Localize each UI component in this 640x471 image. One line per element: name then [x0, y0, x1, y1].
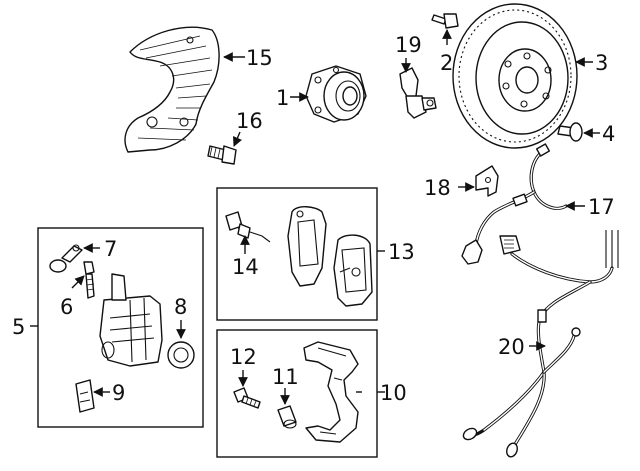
callout-12: 12	[230, 345, 257, 369]
bleeder-cap[interactable]	[49, 244, 83, 273]
brake-rotor[interactable]	[452, 3, 578, 149]
caliper-bracket[interactable]	[303, 341, 359, 443]
bleeder-screw[interactable]	[83, 261, 95, 299]
sensor-wire-bracket[interactable]	[475, 165, 499, 197]
sensor-wire-harness[interactable]	[461, 143, 568, 265]
caliper-bracket-group-box	[216, 329, 378, 458]
callout-17: 17	[588, 195, 615, 219]
callout-7: 7	[104, 237, 117, 261]
shield-bolt[interactable]	[207, 145, 237, 165]
callout-5: 5	[12, 315, 25, 339]
brake-caliper[interactable]	[99, 273, 163, 367]
callout-14: 14	[232, 255, 259, 279]
callout-20: 20	[498, 335, 525, 359]
bracket-bolt[interactable]	[233, 387, 261, 409]
callout-16: 16	[236, 109, 263, 133]
pad-wear-sensor[interactable]	[225, 211, 271, 243]
rotor-screw[interactable]	[431, 13, 459, 29]
wear-sensor-harness[interactable]	[461, 230, 619, 458]
callout-4: 4	[602, 122, 615, 146]
callout-18: 18	[424, 176, 451, 200]
caliper-piston[interactable]	[167, 341, 195, 369]
caliper-boot[interactable]	[75, 379, 95, 413]
wheel-hub-bearing[interactable]	[305, 65, 367, 123]
callout-15: 15	[246, 46, 273, 70]
wheel-speed-sensor[interactable]	[399, 67, 437, 119]
brake-pad-group-box	[216, 187, 378, 321]
callout-3: 3	[595, 51, 608, 75]
callout-9: 9	[112, 381, 125, 405]
callout-11: 11	[272, 365, 299, 389]
callout-2: 2	[440, 51, 453, 75]
callout-8: 8	[174, 295, 187, 319]
callout-1: 1	[276, 86, 289, 110]
caliper-group-box	[37, 227, 204, 428]
callout-13: 13	[388, 240, 415, 264]
callout-19: 19	[395, 33, 422, 57]
rotor-set-screw[interactable]	[557, 122, 583, 142]
callout-6: 6	[60, 295, 73, 319]
callout-10: 10	[380, 381, 407, 405]
brake-pads[interactable]	[287, 206, 373, 307]
splash-shield[interactable]	[124, 26, 220, 153]
guide-pin[interactable]	[277, 405, 297, 429]
